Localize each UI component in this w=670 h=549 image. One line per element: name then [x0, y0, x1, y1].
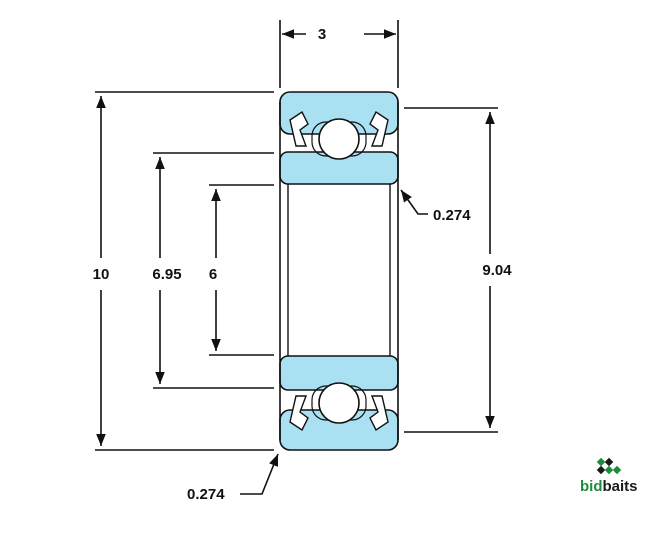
bearing-section	[279, 91, 399, 451]
dimension-shoulder-diameter-label: 6.95	[152, 266, 181, 283]
chamfer-bottom-label: 0.274	[187, 486, 225, 503]
seal-bottom-right	[369, 395, 389, 432]
dimension-width-label: 3	[318, 26, 326, 43]
dimension-outer-ring-diameter-label: 9.04	[482, 262, 512, 279]
svg-text:bidbaits: bidbaits	[580, 478, 638, 495]
seal-top-left	[289, 110, 309, 147]
bidbaits-logo: bidbaits	[580, 457, 638, 495]
chamfer-callout-bottom: 0.274	[187, 453, 279, 503]
dimension-bore-label: 6	[209, 266, 217, 283]
logo-text-baits: baits	[603, 478, 638, 495]
chamfer-top-label: 0.274	[433, 207, 471, 224]
ball-top	[318, 118, 360, 160]
dimension-outer-ring-diameter: 9.04	[404, 107, 512, 433]
bidbaits-logo-icon	[596, 457, 622, 475]
logo-text-bid: bid	[580, 478, 603, 495]
dimension-outer-diameter-label: 10	[93, 266, 110, 283]
chamfer-callout-top: 0.274	[400, 189, 471, 224]
dimension-bore: 6	[209, 184, 274, 356]
seal-bottom-left	[289, 395, 309, 432]
dimension-outer-diameter: 10	[93, 91, 274, 451]
dimension-shoulder-diameter: 6.95	[152, 152, 274, 389]
dimension-width: 3	[279, 20, 399, 88]
seal-top-right	[369, 110, 389, 147]
ball-bottom	[318, 382, 360, 424]
